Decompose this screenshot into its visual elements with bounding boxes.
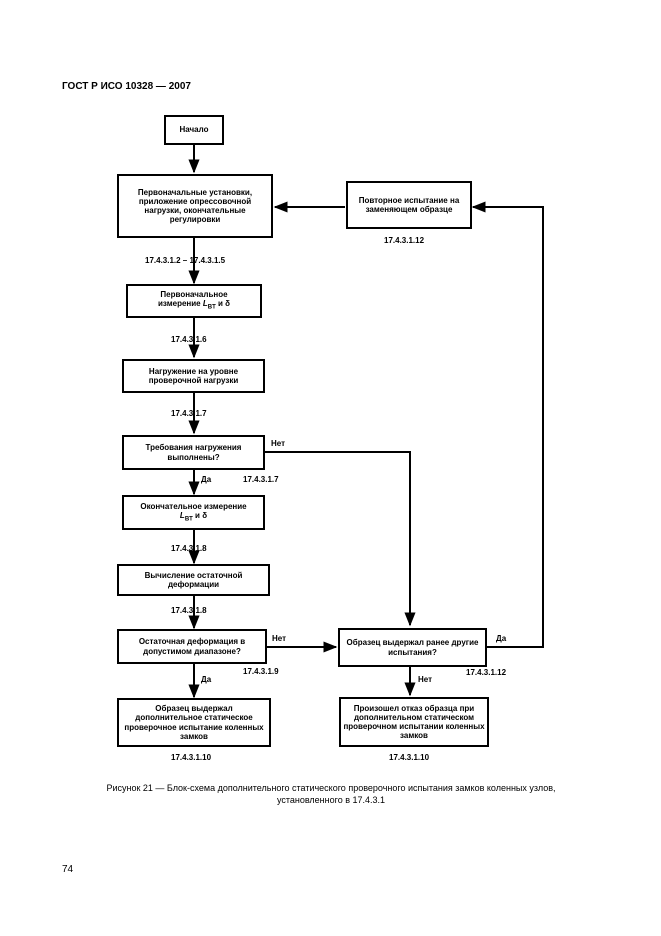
ref-passed-before: 17.4.3.1.12 (466, 668, 507, 677)
final-measure-box: Окончательное измерение LBT и δ (122, 495, 265, 530)
residual-in-range-box: Остаточная деформация в допустимом диапа… (117, 629, 267, 664)
initial-measure-var: L (202, 299, 208, 309)
ref-range-check: 17.4.3.1.9 (243, 667, 279, 676)
start-box: Начало (164, 115, 224, 145)
final-measure-text-1: Окончательное измерение (140, 501, 247, 511)
passed-before-box: Образец выдержал ранее другие испытания? (338, 628, 487, 667)
caption-line-2: установленного в 17.4.3.1 (276, 794, 386, 805)
label-yes-passed-before: Да (496, 634, 507, 643)
residual-calc-box: Вычисление остаточной деформации (117, 564, 270, 596)
page-number: 74 (62, 864, 74, 875)
initial-measure-box: Первоначальное измерение LBT и δ (126, 284, 262, 318)
final-measure-var: L (179, 510, 185, 520)
label-no-requirements: Нет (271, 439, 286, 448)
final-measure-sub: BT (184, 516, 193, 523)
ref-loading: 17.4.3.1.7 (171, 409, 207, 418)
ref-residual-calc: 17.4.3.1.8 (171, 606, 207, 615)
loading-box: Нагружение на уровне проверочной нагрузк… (122, 359, 265, 393)
label-no-passed-before: Нет (418, 675, 433, 684)
passed-box: Образец выдержал дополнительное статичес… (117, 698, 271, 747)
label-no-range: Нет (272, 634, 287, 643)
initial-measure-text-1: Первоначальное (160, 290, 228, 300)
requirements-met-box: Требования нагружения выполнены? (122, 435, 265, 470)
retest-box: Повторное испытание на заменяющем образц… (346, 181, 472, 229)
arrow-requirements-no (265, 451, 416, 627)
caption-line-1: Рисунок 21 — Блок-схема дополнительного … (106, 783, 556, 793)
ref-requirements: 17.4.3.1.7 (243, 475, 279, 484)
initial-measure-text-3: и δ (217, 299, 230, 309)
failed-box: Произошел отказ образца при дополнительн… (339, 697, 489, 747)
document-header: ГОСТ Р ИСО 10328 — 2007 (62, 81, 191, 92)
ref-final-measure: 17.4.3.1.8 (171, 544, 207, 553)
final-measure-text-3: и δ (195, 510, 208, 520)
label-yes-range: Да (201, 675, 212, 684)
label-yes-requirements: Да (201, 475, 212, 484)
arrow-passed-before-yes (471, 201, 544, 648)
ref-failed: 17.4.3.1.10 (389, 753, 430, 762)
initial-measure-text-2: измерение (158, 299, 201, 309)
ref-initial-settings: 17.4.3.1.2 – 17.4.3.1.5 (145, 256, 226, 265)
initial-settings-box: Первоначальные установки, приложение опр… (117, 174, 273, 238)
ref-retest: 17.4.3.1.12 (384, 236, 425, 245)
initial-measure-sub: BT (207, 304, 216, 311)
figure-caption: Рисунок 21 — Блок-схема дополнительного … (60, 783, 602, 806)
ref-initial-measure: 17.4.3.1.6 (171, 335, 207, 344)
ref-passed: 17.4.3.1.10 (171, 753, 212, 762)
